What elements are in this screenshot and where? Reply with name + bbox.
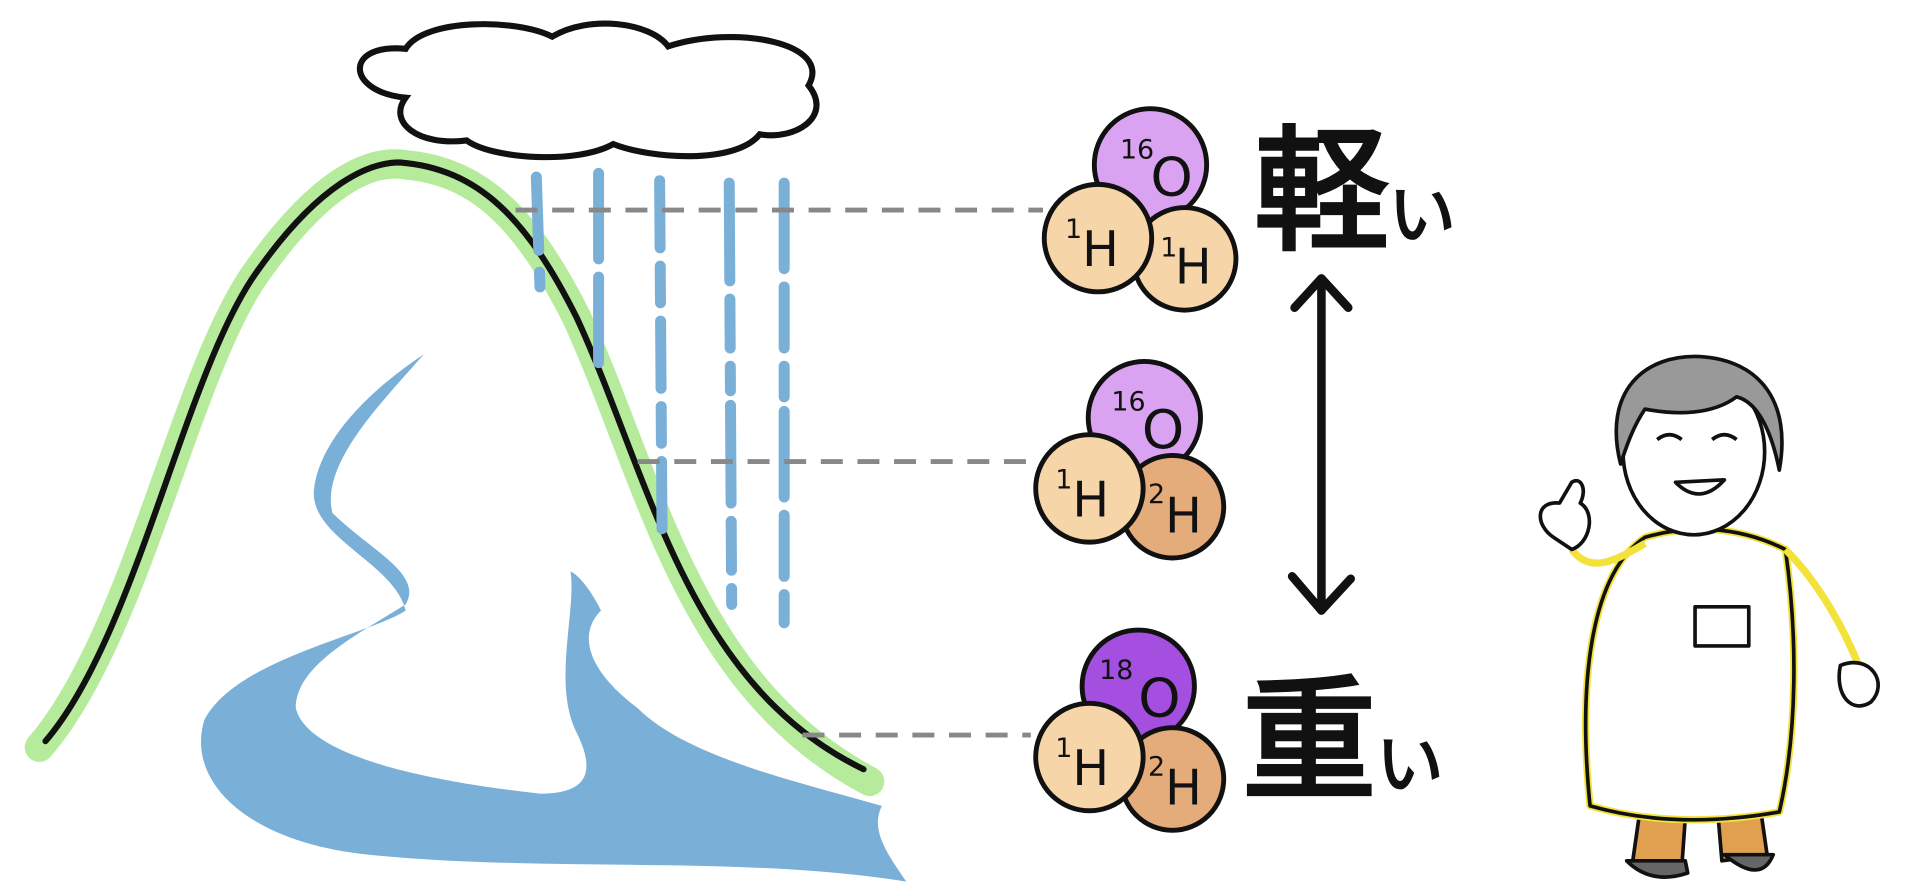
- o-symbol: O: [1138, 667, 1180, 730]
- h1-mass: 1: [1055, 733, 1072, 764]
- h1-mass: 1: [1065, 214, 1082, 245]
- o-symbol: O: [1142, 398, 1184, 461]
- person-illustration: [1538, 354, 1880, 879]
- h2-mass: 2: [1148, 479, 1165, 510]
- o-mass: 18: [1099, 655, 1133, 686]
- cloud: [356, 20, 820, 161]
- h1-symbol: H: [1082, 221, 1119, 278]
- heavy-label: 重: [1242, 663, 1376, 820]
- molecule-semi-heavy-water: [1033, 358, 1227, 561]
- h1-symbol: H: [1072, 471, 1109, 528]
- heavy-label-kana: い: [1376, 726, 1443, 804]
- double-arrow-icon: [1287, 274, 1355, 615]
- o-mass: 16: [1120, 135, 1154, 166]
- h1-symbol: H: [1072, 740, 1109, 797]
- molecule-heavy-water: [1033, 627, 1227, 833]
- light-label-kana: い: [1389, 176, 1456, 254]
- guide-lines: [515, 207, 1044, 738]
- h2-mass: 2: [1148, 751, 1165, 782]
- h2-mass: 1: [1160, 232, 1177, 263]
- light-label: 軽: [1254, 113, 1390, 270]
- o-mass: 16: [1111, 386, 1145, 417]
- mountain-line: [42, 159, 867, 773]
- river: [200, 354, 907, 882]
- mountain-green-outline: [24, 149, 885, 797]
- molecule-light-water: [1041, 106, 1239, 313]
- o-symbol: O: [1150, 145, 1192, 208]
- h2-symbol: H: [1175, 238, 1212, 295]
- h2-symbol: H: [1165, 487, 1202, 544]
- h2-symbol: H: [1165, 760, 1202, 817]
- h1-mass: 1: [1055, 464, 1072, 495]
